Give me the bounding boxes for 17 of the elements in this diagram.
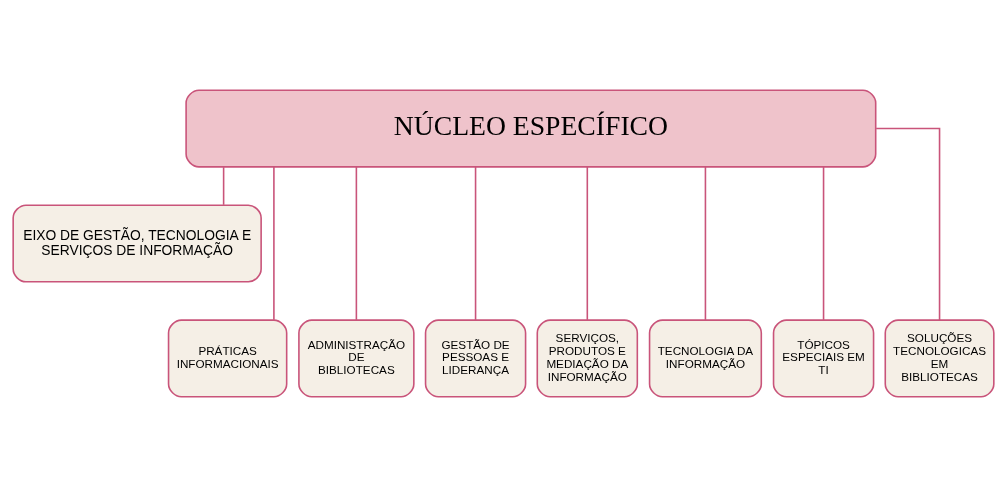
node-box: SOLUÇÕES TECNOLOGICAS EM BIBLIOTECAS (884, 318, 995, 398)
node-box: SERVIÇOS, PRODUTOS E MEDIAÇÃO DA INFORMAÇÃO (536, 318, 639, 398)
connector (474, 165, 477, 321)
connector (586, 165, 589, 321)
connector (822, 165, 825, 321)
node-box: TECNOLOGIA DA INFORMAÇÃO (648, 318, 763, 398)
connector (704, 165, 707, 321)
connector (273, 165, 275, 321)
connector (355, 165, 358, 321)
node-box: EIXO DE GESTÃO, TECNOLOGIA E SERVIÇOS DE INFORMAÇÃO (12, 203, 262, 283)
node-box: PRÁTICAS INFORMACIONAIS (167, 318, 288, 398)
node-box: ADMINISTRAÇÃO DE BIBLIOTECAS (298, 318, 415, 398)
node-box: NÚCLEO ESPECÍFICO (185, 88, 877, 168)
connector (875, 127, 941, 321)
node-box: TÓPICOS ESPECIAIS EM TI (772, 318, 875, 398)
node-box: GESTÃO DE PESSOAS E LIDERANÇA (424, 318, 527, 398)
connector (222, 165, 225, 206)
